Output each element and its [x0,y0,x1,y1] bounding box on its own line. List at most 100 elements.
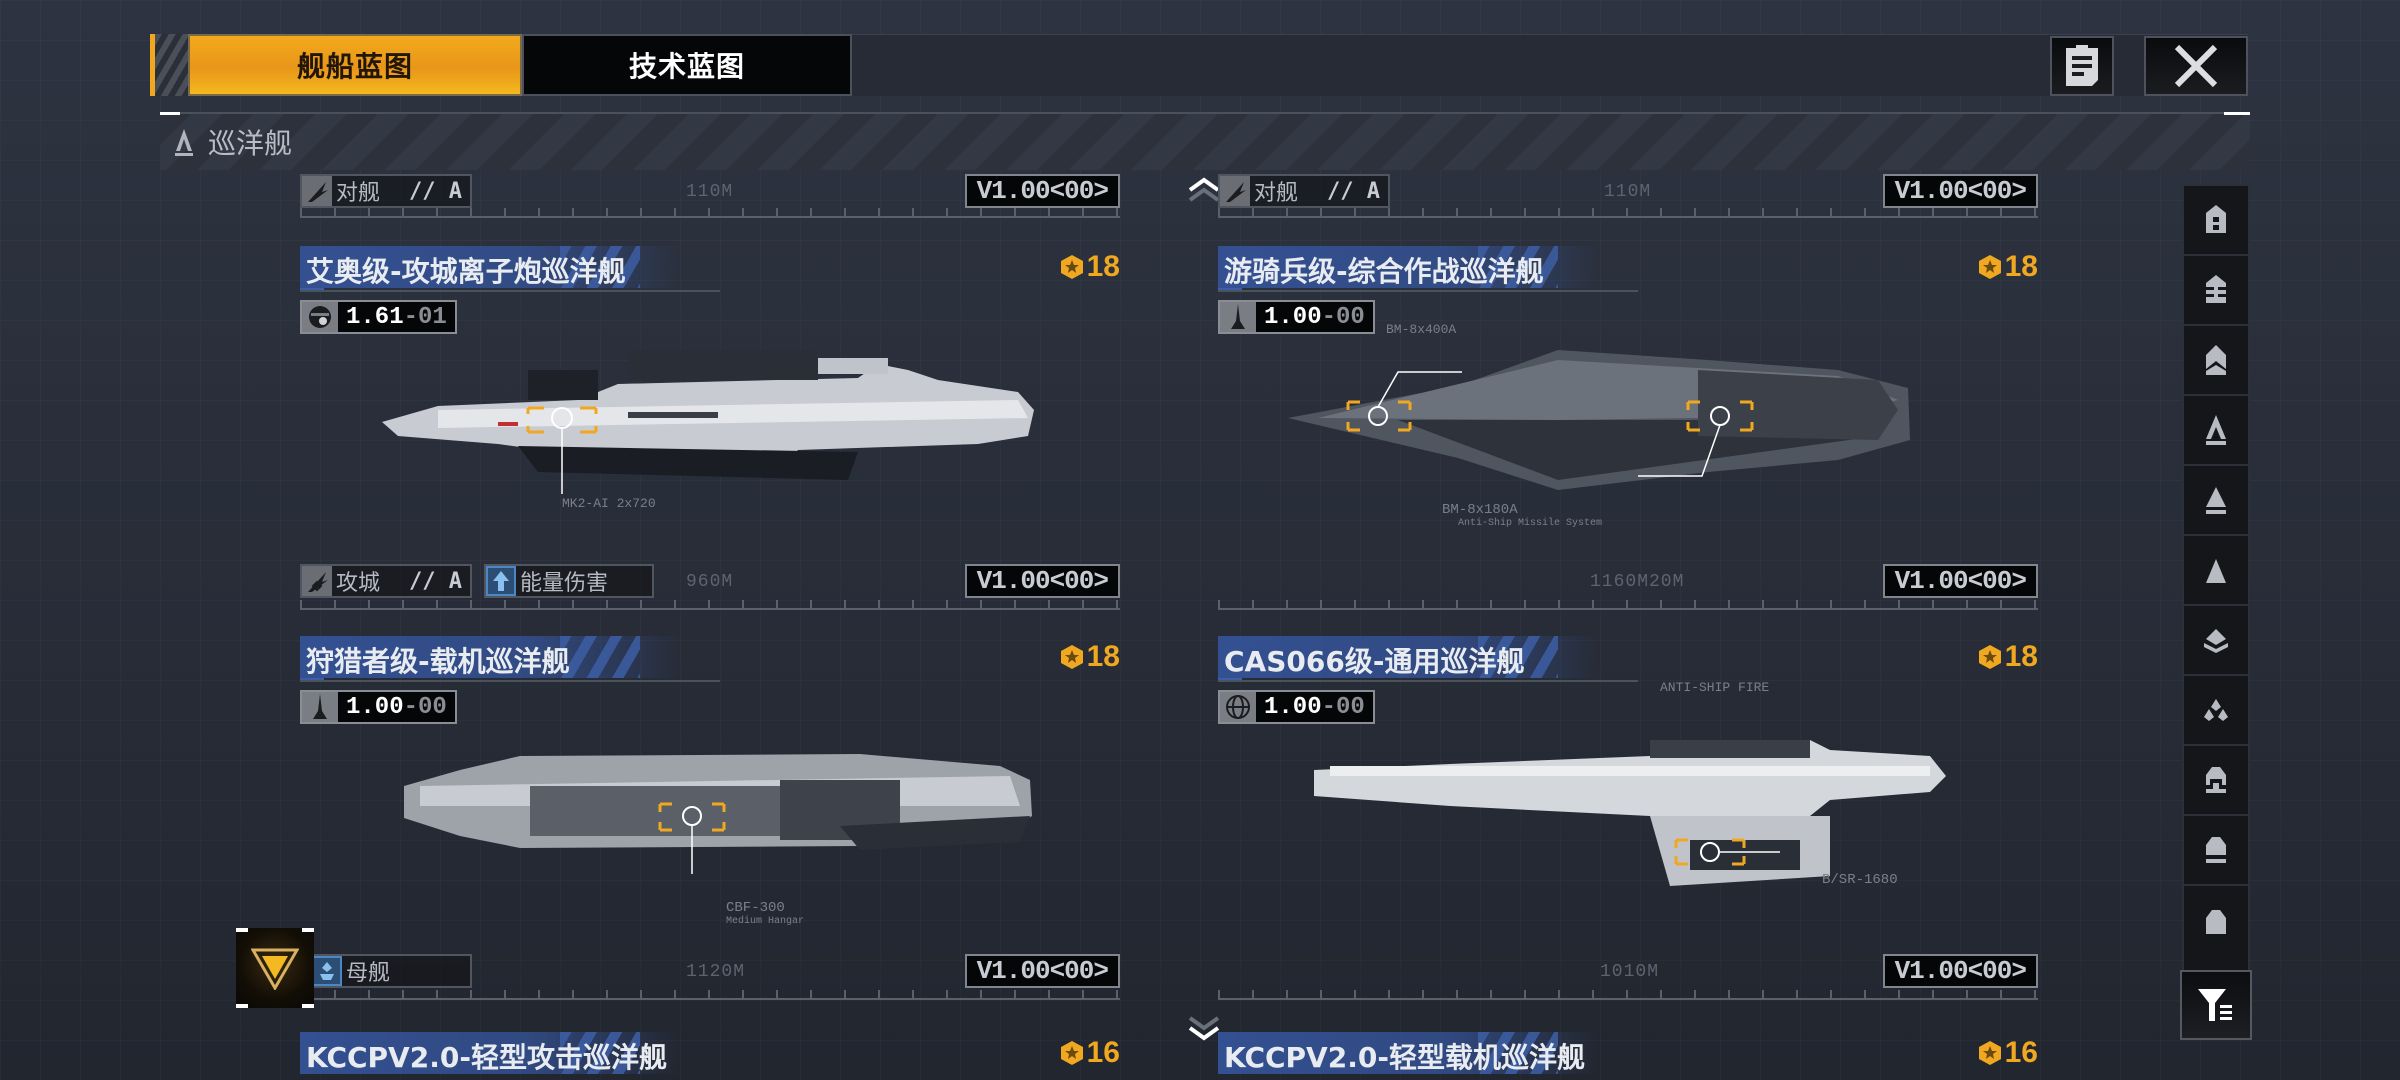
category-label: 巡洋舰 [208,127,293,160]
sidebar-item-cruiser[interactable] [2184,396,2248,466]
scroll-up-button[interactable] [1186,176,1222,208]
param-main: 1.00 [346,693,404,721]
scroll-down-button[interactable] [1186,1014,1222,1046]
sidebar-item-frigate[interactable] [2184,466,2248,536]
title-backdrop [1218,636,1598,678]
tier-badge: 16 [1977,1036,2038,1070]
corner-mark [236,928,248,932]
ship-length: 110M [686,182,734,202]
sidebar-item-class-1[interactable] [2184,186,2248,256]
param-badge: 1.00-00 [1218,300,1375,334]
missile-icon [302,692,338,722]
anti-ship-icon [1220,176,1250,206]
ship-image [1314,740,1946,886]
ship-class-1-icon [2206,205,2226,233]
role-grade: // A [1327,178,1380,204]
ship-card[interactable]: 对舰 // A 110M V1.00<00> 艾奥级-攻城离子炮巡洋舰 18 1… [300,172,1120,612]
param-sub: 00 [418,693,447,721]
role-tag: 母舰 [310,954,472,988]
corner-mark [236,1004,248,1008]
rank-icon [1060,1041,1083,1065]
tier-value: 18 [1086,250,1120,283]
rank-filter-button[interactable] [236,928,314,1008]
tab-tech-blueprint[interactable]: 技术蓝图 [522,34,852,96]
ruler-ticks [1218,208,2038,218]
param-sub: 00 [1336,693,1365,721]
weapon-callout-desc: Anti-Ship Missile System [1458,518,1603,529]
rank-icon [1978,1041,2001,1065]
role-label: 母舰 [346,961,391,986]
param-sub: 00 [1336,303,1365,331]
sidebar-item-class-2[interactable] [2184,256,2248,326]
notes-button[interactable] [2050,36,2114,96]
param-main: 1.00 [1264,693,1322,721]
title-backdrop [300,246,680,288]
tier-value: 18 [2004,640,2038,673]
ship-length: 1160M20M [1590,572,1685,592]
title-underline [1218,678,1242,681]
ship-title: 狩猎者级-载机巡洋舰 [306,645,570,678]
tier-badge: 18 [1977,250,2038,284]
sidebar-item-carrier[interactable] [2184,606,2248,676]
param-sub: 01 [418,303,447,331]
ship-card[interactable]: KCCPV2.0-轻型攻击巡洋舰 16 [300,1028,1120,1080]
close-button[interactable] [2144,36,2248,96]
param-sep: - [403,303,419,331]
anti-ship-icon [302,176,332,206]
title-rule [300,290,720,292]
notes-icon [2066,45,2098,86]
ship-length: 1120M [686,962,746,982]
sidebar-item-class-3[interactable] [2184,326,2248,396]
rank-icon [1060,645,1083,669]
title-rule [300,680,720,682]
sidebar-item-corvette[interactable] [2184,536,2248,606]
title-backdrop [300,1032,680,1074]
param-badge: 1.00-00 [1218,690,1375,724]
damage-label: 能量伤害 [520,571,609,596]
role-grade: // A [409,568,462,594]
param-main: 1.00 [1264,303,1322,331]
ship-card[interactable]: KCCPV2.0-轻型载机巡洋舰 16 [1218,1028,2038,1080]
ship-card[interactable]: 对舰 // A 110M V1.00<00> 游骑兵级-综合作战巡洋舰 18 1… [1218,172,2038,612]
engine-icon [302,302,338,332]
ship-card[interactable]: CAS066级-通用巡洋舰 18 1.00-00 ANTI-SHIP FIRE … [1218,636,2038,1026]
weapon-callout: MK2-AI 2x720 [562,496,656,511]
weapon-callout: B/SR-1680 [1822,872,1898,888]
role-label: 对舰 [1254,181,1299,206]
sidebar-item-support[interactable] [2184,816,2248,886]
sidebar-item-auxiliary[interactable] [2184,746,2248,816]
tab-ship-blueprint[interactable]: 舰船蓝图 [188,34,522,96]
tier-badge: 18 [1059,250,1120,284]
sidebar-item-station[interactable] [2184,886,2248,956]
version-label: V1.00<00> [964,564,1120,598]
corvette-icon [2206,559,2226,583]
tier-badge: 16 [1059,1036,1120,1070]
cruiser-icon [175,129,193,156]
ship-class-2-icon [2206,275,2226,303]
aircraft-group-icon [2204,699,2228,721]
title-underline [1218,288,1242,291]
ship-class-sidebar [2182,184,2250,1040]
ship-card[interactable]: 狩猎者级-载机巡洋舰 18 1.00-00 CBF-300 Medium Han… [300,636,1120,1026]
ship-length: 110M [1604,182,1652,202]
tier-value: 18 [2004,250,2038,283]
title-underline [300,288,324,291]
corner-mark [302,928,314,932]
ship-image [404,754,1032,874]
ship-image [382,350,1034,494]
tab-label: 舰船蓝图 [296,50,413,83]
role-tag: 攻城 // A [300,564,472,598]
corner-mark [2224,112,2250,115]
role-label: 对舰 [336,181,381,206]
sidebar-item-aircraft[interactable] [2184,676,2248,746]
chevron-up-icon [1188,177,1220,202]
param-sep: - [403,693,419,721]
filter-button[interactable] [2180,970,2252,1040]
tier-value: 16 [1086,1036,1120,1069]
ship-title: CAS066级-通用巡洋舰 [1224,645,1525,678]
tier-value: 18 [1086,640,1120,673]
title-underline [300,678,324,681]
ship-title: 游骑兵级-综合作战巡洋舰 [1224,255,1544,288]
weapon-callout: ANTI-SHIP FIRE [1660,680,1770,695]
version-label: V1.00<00> [964,174,1120,208]
